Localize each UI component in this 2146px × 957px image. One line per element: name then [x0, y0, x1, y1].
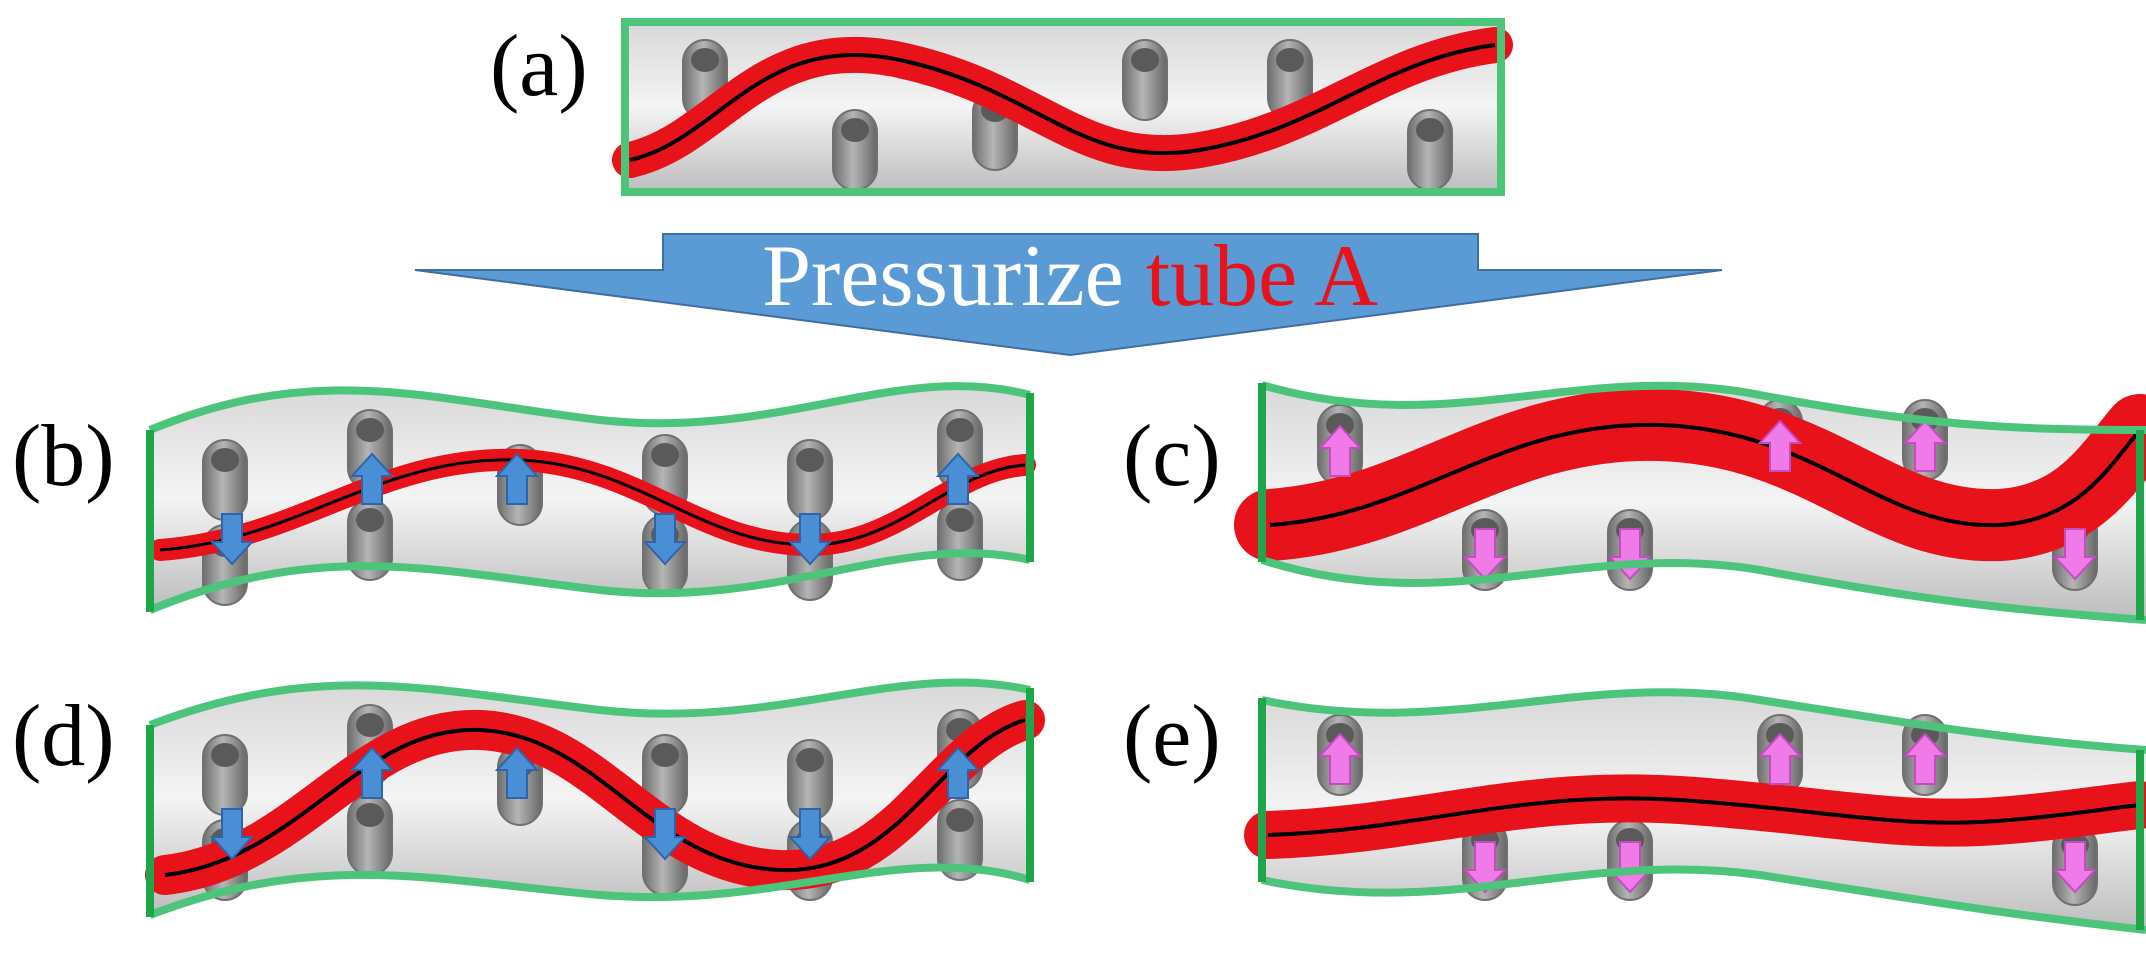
- panel-c: (c): [1123, 381, 2146, 624]
- panel-b: (b): [12, 382, 1036, 614]
- panel-c-frame-bottom: [1260, 556, 2146, 624]
- panel-b-label: (b): [12, 408, 115, 505]
- panel-e-frame-bottom: [1261, 865, 2146, 934]
- peg: [1407, 109, 1453, 191]
- panel-d-frame-top: [148, 678, 1031, 729]
- banner-text: Pressurize tube A: [762, 228, 1378, 325]
- panel-d: (d): [12, 678, 1045, 919]
- peg: [202, 439, 248, 521]
- panel-a: (a): [490, 18, 1513, 196]
- peg: [347, 794, 393, 876]
- panel-a-label: (a): [490, 18, 588, 115]
- peg: [1122, 39, 1168, 121]
- peg: [787, 439, 833, 521]
- peg: [832, 109, 878, 191]
- banner-text-white: Pressurize: [762, 228, 1146, 325]
- panel-c-label: (c): [1123, 408, 1221, 505]
- panel-b-frame-bottom: [148, 549, 1031, 614]
- panel-c-frame-top: [1260, 381, 2146, 434]
- tube-core: [629, 43, 1496, 162]
- panel-a-frame: [621, 18, 1505, 196]
- panel-e-frame-top: [1261, 688, 2146, 754]
- peg: [202, 734, 248, 816]
- tube-core: [159, 458, 1026, 552]
- panel-b-frame-top: [148, 382, 1032, 434]
- panel-d-label: (d): [12, 688, 115, 785]
- tube-core: [164, 718, 1026, 877]
- banner-text-red: tube A: [1146, 228, 1378, 325]
- panel-d-frame-bottom: [148, 863, 1032, 919]
- banner-arrow-shape: [414, 233, 1723, 357]
- panel-e-label: (e): [1123, 688, 1221, 785]
- pressurize-banner: Pressurize tube A: [414, 228, 1723, 357]
- tube-core: [1267, 796, 2141, 837]
- panel-e: (e): [1123, 688, 2146, 934]
- peg: [937, 499, 983, 581]
